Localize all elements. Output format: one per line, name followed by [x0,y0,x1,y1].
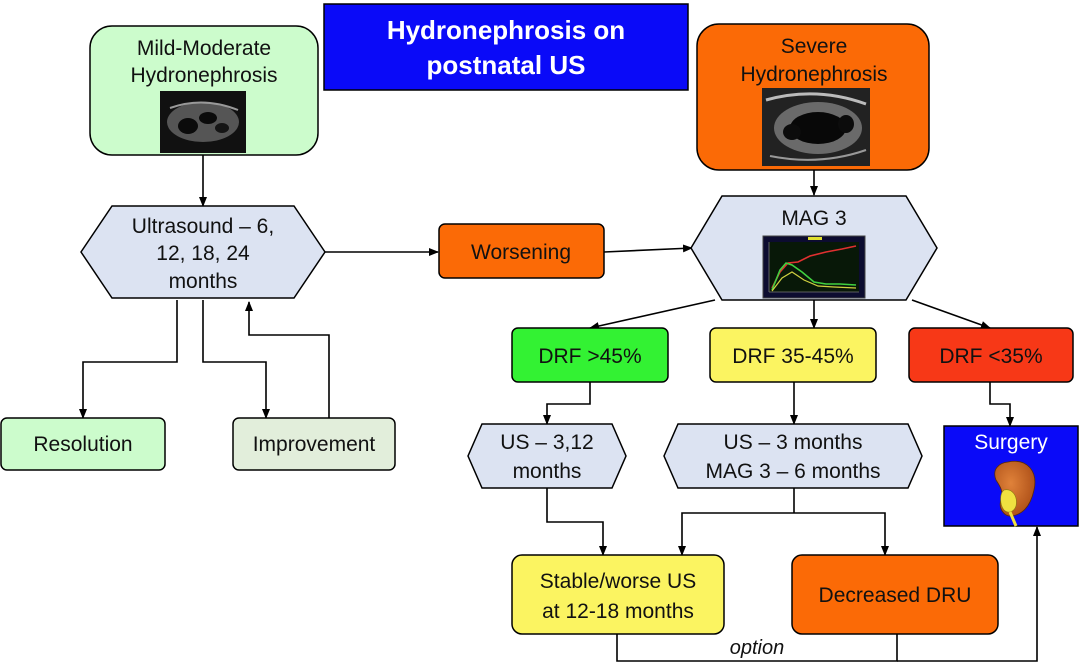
node-stable-bg [511,554,725,635]
node-us-312: US – 3,12 months [467,423,627,489]
node-ultrasound: Ultrasound – 6, 12, 18, 24 months [80,205,326,299]
node-worsening: Worsening [438,223,605,279]
node-decreased-label: Decreased DRU [819,584,972,607]
node-stable-line2: at 12-18 months [542,600,694,623]
ultrasound-image-mild [160,91,246,153]
edge-option-to-surgery [897,526,1041,662]
node-severe-line2: Hydronephrosis [740,63,887,86]
node-ultrasound-line2: 12, 18, 24 [156,242,250,265]
title-line1: Hydronephrosis on [387,15,625,45]
edge-drf-high-to-us312 [543,382,591,425]
node-drf-high-bg [511,327,669,383]
node-drf-high-label: DRF >45% [538,345,641,368]
node-drf-mid-label: DRF 35-45% [732,345,853,368]
node-surgery: Surgery [943,425,1079,527]
node-decreased-dru: Decreased DRU [791,554,999,635]
node-improvement: Improvement [232,417,396,471]
node-drf-mid: DRF 35-45% [709,327,877,383]
node-surgery-label: Surgery [974,431,1048,454]
node-ultrasound-line3: months [169,270,238,293]
node-ultrasound-bg [80,205,326,299]
node-drf-high: DRF >45% [511,327,669,383]
node-us-mag3: US – 3 months MAG 3 – 6 months [663,423,923,489]
node-worsening-label: Worsening [471,241,571,264]
node-mag3: MAG 3 [690,195,938,301]
edge-usmag3-to-decreased [794,512,889,556]
node-mag3-label: MAG 3 [781,207,846,230]
node-mild-line2: Hydronephrosis [130,64,277,87]
node-worsening-bg [438,223,605,279]
ultrasound-image-severe [762,88,870,166]
edge-improvement-to-ultrasound [245,301,330,418]
node-mild-moderate: Mild-Moderate Hydronephrosis [89,25,319,156]
edge-stable-option [616,634,898,662]
node-drf-mid-bg [709,327,877,383]
edge-usmag3-to-stable [678,512,794,556]
node-us312-line2: months [513,460,582,483]
node-improvement-bg [232,417,396,471]
node-us312-line1: US – 3,12 [500,431,593,454]
edge-ultrasound-to-improvement [202,300,270,419]
node-stable-worse: Stable/worse US at 12-18 months [511,554,725,635]
edge-mag3-to-drf-high [589,299,716,330]
edge-drf-low-to-surgery [989,382,1014,427]
edge-ultrasound-to-resolution [79,300,178,419]
edge-worsening-to-mag3 [603,244,693,253]
node-drf-low-bg [908,327,1074,383]
node-improvement-label: Improvement [253,433,376,456]
node-decreased-bg [791,554,999,635]
edges [79,155,1041,662]
kidney-icon [994,460,1036,527]
node-severe-line1: Severe [781,35,848,58]
edge-label-option: option [730,637,785,659]
node-resolution: Resolution [0,417,166,471]
node-mild-bg [89,25,319,156]
node-severe: Severe Hydronephrosis [696,23,930,171]
node-drf-low-label: DRF <35% [939,345,1042,368]
title-line2: postnatal US [427,50,586,80]
node-mild-line1: Mild-Moderate [137,37,271,60]
node-ultrasound-line1: Ultrasound – 6, [132,215,274,238]
node-us312-bg [467,423,627,489]
node-stable-line1: Stable/worse US [540,570,696,593]
node-resolution-label: Resolution [33,433,132,456]
node-resolution-bg [0,417,166,471]
node-usmag3-bg [663,423,923,489]
node-usmag3-line2: MAG 3 – 6 months [705,460,880,483]
node-usmag3-line1: US – 3 months [724,431,863,454]
title-box: Hydronephrosis on postnatal US [323,3,689,91]
edge-mag3-to-drf-low [911,299,991,329]
renogram-chart-image [762,235,866,299]
node-drf-low: DRF <35% [908,327,1074,383]
edge-us312-to-stable [546,488,607,556]
